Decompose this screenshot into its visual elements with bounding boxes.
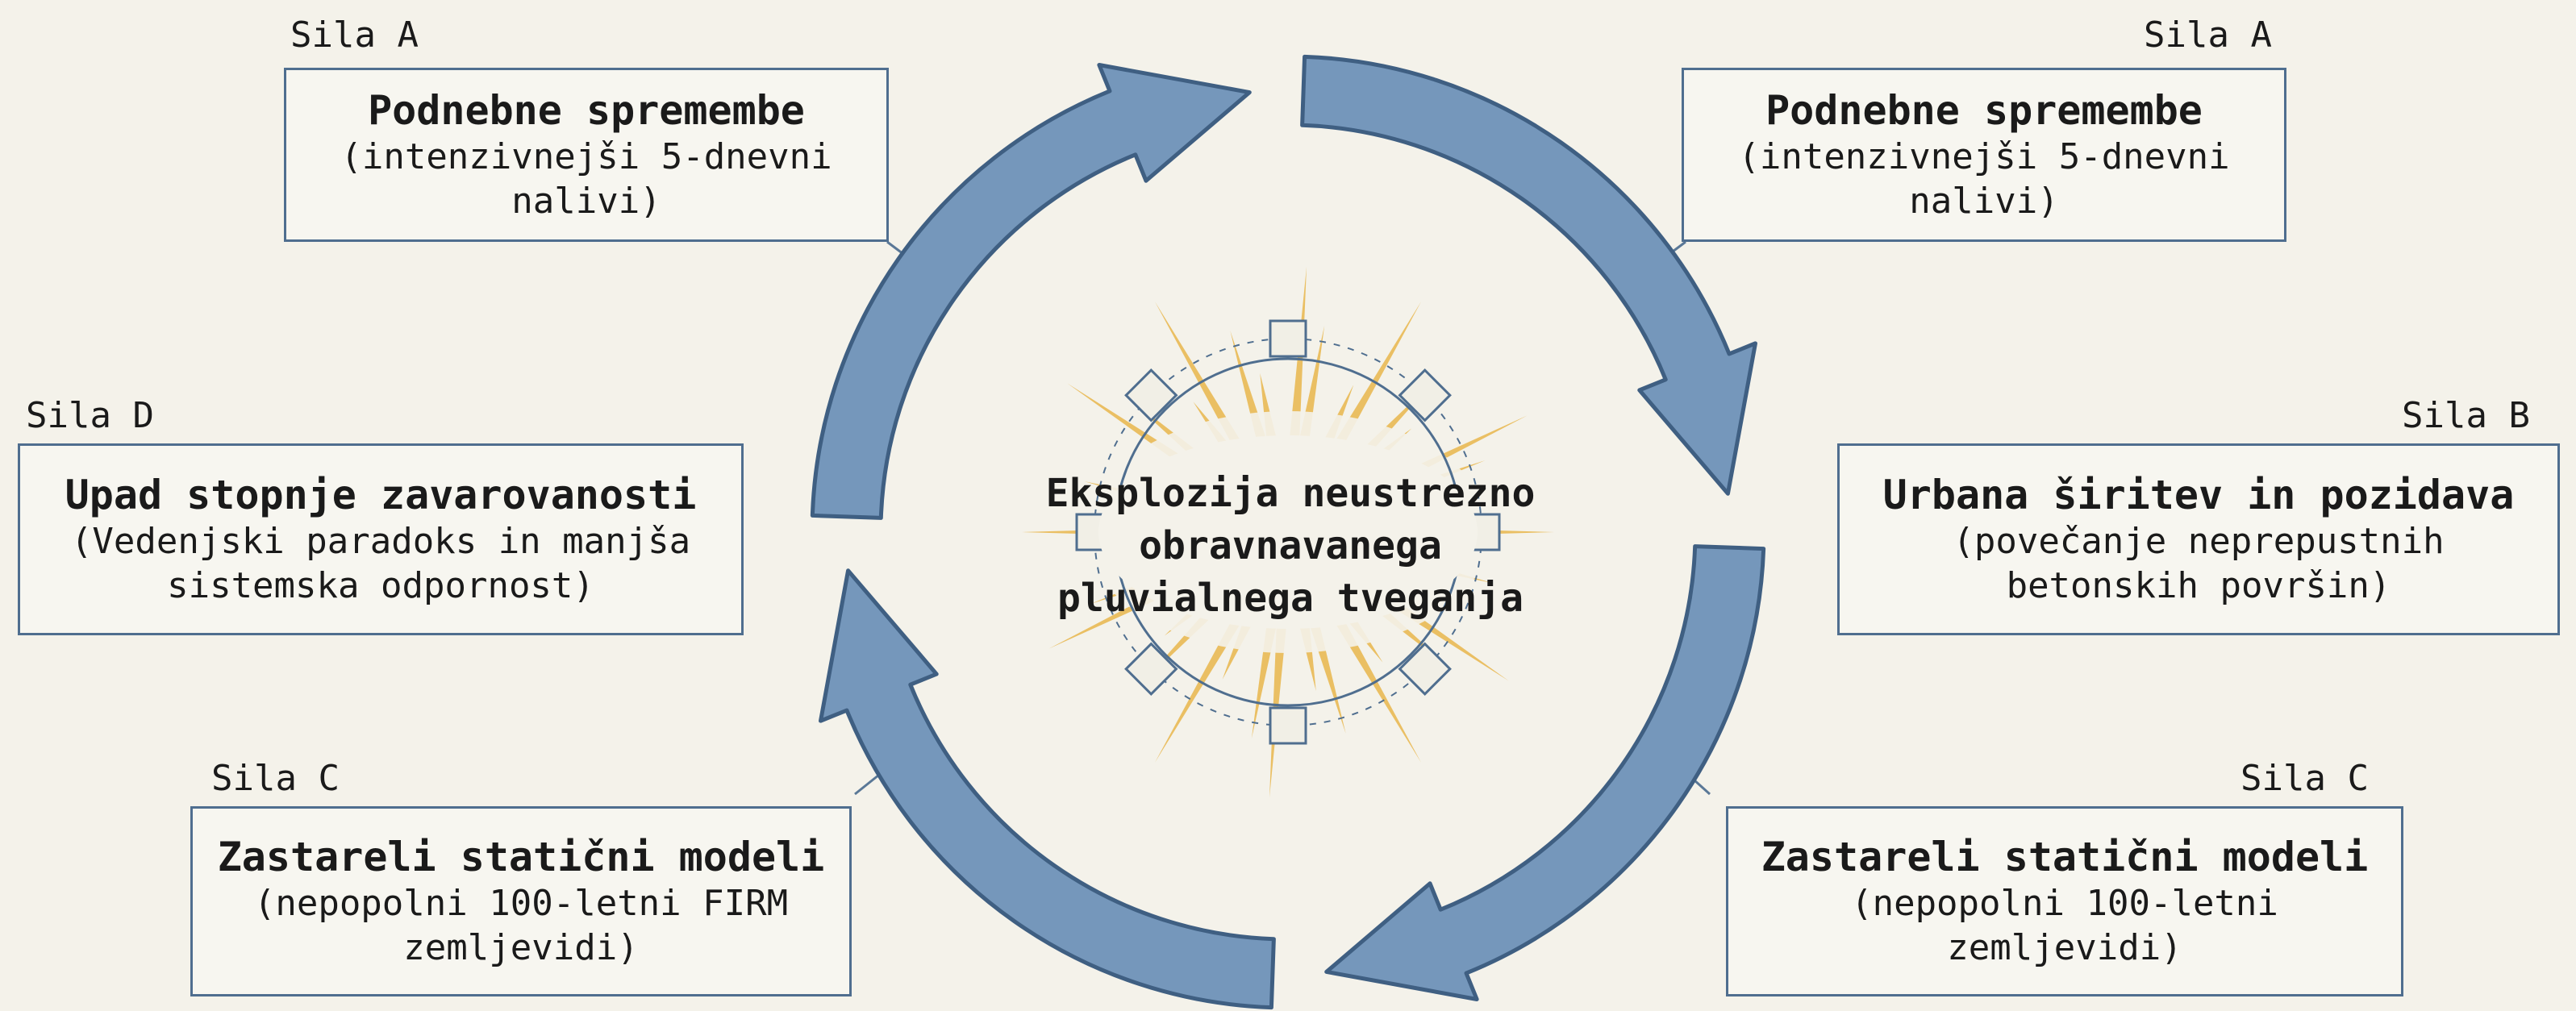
center-line: pluvialnega tveganja: [1057, 575, 1524, 621]
force-title: Podnebne spremembe: [1765, 87, 2203, 134]
force-title: Zastareli statični modeli: [217, 834, 825, 880]
starburst-ray: [1155, 613, 1244, 763]
force-box-a-right: Podnebne spremembe (intenzivnejši 5-dnev…: [1682, 68, 2286, 242]
cycle-arrow-4: [810, 63, 1252, 520]
gear-tooth: [1124, 642, 1178, 696]
force-label-d: Sila D: [26, 395, 154, 436]
force-label-b: Sila B: [2402, 395, 2530, 436]
gear-tooth: [1124, 368, 1178, 422]
force-subtitle: sistemska odpornost): [167, 565, 594, 606]
force-title: Zastareli statični modeli: [1761, 834, 2369, 880]
cycle-arrow-1: [1300, 54, 1757, 496]
center-line: obravnavanega: [1139, 522, 1442, 568]
force-subtitle: nalivi): [1909, 181, 2059, 222]
force-subtitle: (povečanje neprepustnih: [1953, 521, 2445, 562]
force-box-c-right: Zastareli statični modeli (nepopolni 100…: [1726, 806, 2403, 996]
cycle-arrow-3: [819, 568, 1276, 1010]
central-gear-icon: [1075, 319, 1501, 745]
force-box-d: Upad stopnje zavarovanosti (Vedenjski pa…: [18, 443, 744, 635]
force-title: Upad stopnje zavarovanosti: [65, 472, 697, 518]
force-label-c-left: Sila C: [211, 758, 340, 799]
force-box-b: Urbana širitev in pozidava (povečanje ne…: [1837, 443, 2560, 635]
cycle-arrows: [810, 54, 1766, 1010]
gear-tooth: [1398, 368, 1452, 422]
force-title: Urbana širitev in pozidava: [1882, 472, 2515, 518]
starburst-ray: [1251, 626, 1277, 739]
force-title: Podnebne spremembe: [368, 87, 805, 134]
force-subtitle: betonskih površin): [2006, 565, 2391, 606]
starburst-ray: [1299, 325, 1325, 439]
gear-text-clear: [1098, 435, 1478, 629]
force-subtitle: zemljevidi): [1947, 927, 2182, 968]
center-hub-label: Eksplozija neustrezno obravnavanega pluv…: [968, 468, 1613, 624]
gear-tooth: [1269, 706, 1307, 745]
starburst-ray: [1332, 302, 1421, 451]
starburst-ray: [1155, 302, 1244, 451]
force-subtitle: nalivi): [511, 181, 661, 222]
force-subtitle: zemljevidi): [403, 927, 639, 968]
cycle-arrow-2: [1324, 544, 1766, 1001]
force-subtitle: (intenzivnejši 5-dnevni: [1738, 136, 2230, 177]
force-subtitle: (Vedenjski paradoks in manjša: [70, 521, 691, 562]
force-box-a-left: Podnebne spremembe (intenzivnejši 5-dnev…: [284, 68, 889, 242]
force-label-a-right: Sila A: [2144, 15, 2272, 56]
center-line: Eksplozija neustrezno: [1045, 471, 1536, 516]
force-label-c-right: Sila C: [2240, 758, 2369, 799]
gear-tooth: [1269, 319, 1307, 358]
force-subtitle: (intenzivnejši 5-dnevni: [340, 136, 832, 177]
force-subtitle: (nepopolni 100-letni: [1851, 883, 2278, 924]
starburst-ray: [1332, 613, 1421, 763]
force-box-c-left: Zastareli statični modeli (nepopolni 100…: [190, 806, 852, 996]
force-label-a-left: Sila A: [290, 15, 419, 56]
force-subtitle: (nepopolni 100-letni FIRM: [253, 883, 789, 924]
gear-tooth: [1398, 642, 1452, 696]
